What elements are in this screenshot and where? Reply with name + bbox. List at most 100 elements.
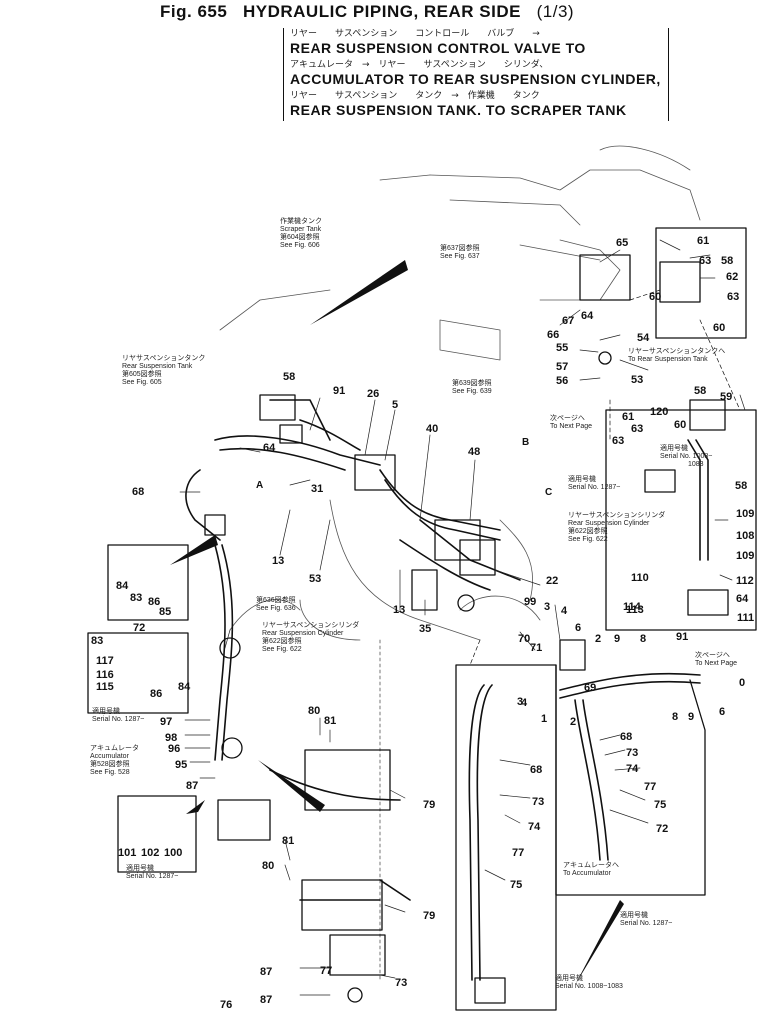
callout-77: 77 <box>644 781 657 793</box>
callout-101: 101 <box>118 847 137 859</box>
view-marker-b: B <box>522 437 530 448</box>
callout-97: 97 <box>160 716 173 728</box>
callout-109: 109 <box>736 508 755 520</box>
callout-60: 60 <box>649 291 662 303</box>
components <box>204 254 729 1004</box>
callout-75: 75 <box>510 879 523 891</box>
callout-64: 64 <box>263 442 276 454</box>
callout-68: 68 <box>620 731 633 743</box>
callout-68: 68 <box>530 764 543 776</box>
callout-86: 86 <box>150 688 163 700</box>
callout-22: 22 <box>546 575 559 587</box>
callout-81: 81 <box>324 715 337 727</box>
callout-80: 80 <box>262 860 275 872</box>
callout-8: 8 <box>672 711 679 723</box>
callout-98: 98 <box>165 732 178 744</box>
callout-87: 87 <box>260 994 273 1006</box>
callout-63: 63 <box>727 291 740 303</box>
view-marker-a: A <box>256 480 264 491</box>
callout-66: 66 <box>547 329 560 341</box>
callout-13: 13 <box>272 555 285 567</box>
callout-74: 74 <box>626 763 639 775</box>
callout-48: 48 <box>468 446 481 458</box>
callout-58: 58 <box>721 255 734 267</box>
callout-13: 13 <box>393 604 406 616</box>
callout-40: 40 <box>426 423 439 435</box>
callout-64: 64 <box>581 310 594 322</box>
callout-77: 77 <box>512 847 525 859</box>
title-line-3-en: REAR SUSPENSION TANK. TO SCRAPER TANK <box>290 102 627 118</box>
callout-67: 67 <box>562 315 575 327</box>
callout-84: 84 <box>116 580 129 592</box>
figure-number: Fig. 655 <box>160 2 228 21</box>
leader-lines <box>179 239 746 996</box>
callout-102: 102 <box>141 847 160 859</box>
callout-3: 3 <box>517 696 524 708</box>
figure-sheet: (1/3) <box>536 2 575 21</box>
callout-2: 2 <box>595 633 602 645</box>
callout-113: 113 <box>626 604 644 616</box>
callout-65: 65 <box>616 237 629 249</box>
callout-87: 87 <box>260 966 273 978</box>
callout-70: 70 <box>518 633 531 645</box>
callout-100: 100 <box>164 847 183 859</box>
title-line-1-en: REAR SUSPENSION CONTROL VALVE TO <box>290 40 586 56</box>
callout-84: 84 <box>178 681 191 693</box>
callout-116: 116 <box>96 669 114 681</box>
callout-87: 87 <box>186 780 199 792</box>
callout-58: 58 <box>735 480 748 492</box>
title-block: リヤー サスペンション コントロール バルブ → REAR SUSPENSION… <box>283 28 669 121</box>
callout-53: 53 <box>309 573 322 585</box>
callout-6: 6 <box>575 622 582 634</box>
callout-2: 2 <box>570 716 577 728</box>
callout-91: 91 <box>333 385 346 397</box>
title-line-2-jp: アキュムレータ → リヤー サスペンション シリンダ、 <box>290 60 549 70</box>
callout-61: 61 <box>697 235 710 247</box>
callout-68: 68 <box>132 486 145 498</box>
callout-8: 8 <box>640 633 647 645</box>
callout-63: 63 <box>631 423 644 435</box>
detail-box-right-lower <box>555 664 706 896</box>
callout-91: 91 <box>676 631 689 643</box>
title-line-3-jp: リヤー サスペンション タンク → 作業機 タンク <box>290 91 540 101</box>
callout-75: 75 <box>654 799 667 811</box>
callout-26: 26 <box>367 388 380 400</box>
callout-74: 74 <box>528 821 541 833</box>
callout-6: 6 <box>719 706 726 718</box>
callout-76: 76 <box>220 999 233 1011</box>
callout-72: 72 <box>656 823 669 835</box>
callout-54: 54 <box>637 332 650 344</box>
callout-112: 112 <box>736 575 754 587</box>
callout-56: 56 <box>556 375 569 387</box>
callout-86: 86 <box>148 596 161 608</box>
callout-0: 0 <box>739 677 746 689</box>
detail-box-top-right <box>655 227 747 339</box>
callout-110: 110 <box>631 572 649 584</box>
callout-96: 96 <box>168 743 181 755</box>
figure-title: Fig. 655 HYDRAULIC PIPING, REAR SIDE (1/… <box>160 3 574 20</box>
callout-77: 77 <box>320 965 333 977</box>
callout-1: 1 <box>541 713 548 725</box>
detail-box-bracket <box>87 632 189 714</box>
callout-115: 115 <box>96 681 114 693</box>
callout-114: 114 <box>623 601 641 613</box>
callout-73: 73 <box>395 977 408 989</box>
machine-outline <box>219 145 701 981</box>
callout-79: 79 <box>423 910 436 922</box>
callout-9: 9 <box>688 711 695 723</box>
title-line-1-jp: リヤー サスペンション コントロール バルブ → <box>290 29 540 39</box>
